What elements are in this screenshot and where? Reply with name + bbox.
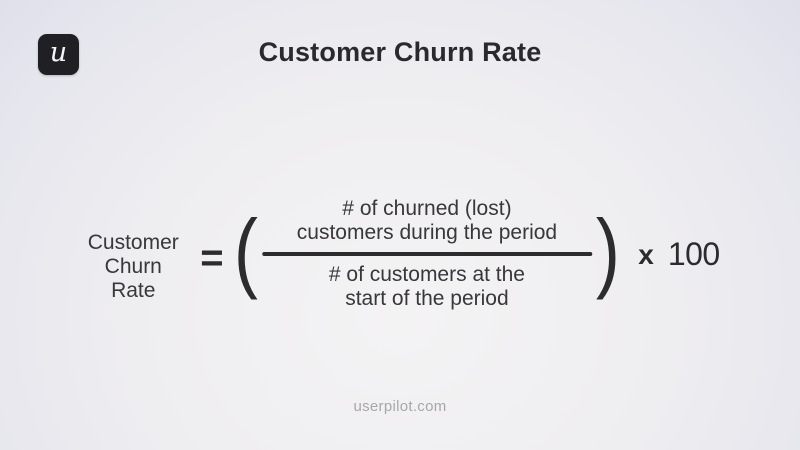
formula-label-line: Customer (87, 231, 179, 254)
formula-label-line: Rate (111, 279, 156, 302)
formula-label-line: Churn (104, 255, 162, 278)
userpilot-logo-letter: u (49, 37, 68, 68)
fraction-numerator: # of churned (lost) customers during the… (262, 197, 592, 252)
churn-rate-formula: Customer Churn Rate = ( # of churned (lo… (80, 197, 720, 311)
open-paren: ( (234, 201, 259, 300)
website-url: userpilot.com (353, 398, 447, 415)
equals-sign: = (200, 235, 224, 280)
userpilot-logo: u (38, 34, 79, 75)
fraction: # of churned (lost) customers during the… (261, 197, 592, 311)
multiplication-sign: x (638, 239, 654, 270)
numerator-line: customers during the period (296, 221, 558, 244)
multiplier-value: 100 (667, 235, 720, 272)
close-paren: ) (595, 201, 620, 300)
fraction-bar (261, 252, 592, 256)
denominator-line: start of the period (345, 287, 509, 310)
fraction-denominator: # of customers at the start of the perio… (262, 256, 592, 311)
page-title: Customer Churn Rate (258, 37, 542, 67)
denominator-line: # of customers at the (328, 263, 525, 286)
formula-label: Customer Churn Rate (80, 231, 186, 303)
numerator-line: # of churned (lost) (342, 197, 512, 220)
